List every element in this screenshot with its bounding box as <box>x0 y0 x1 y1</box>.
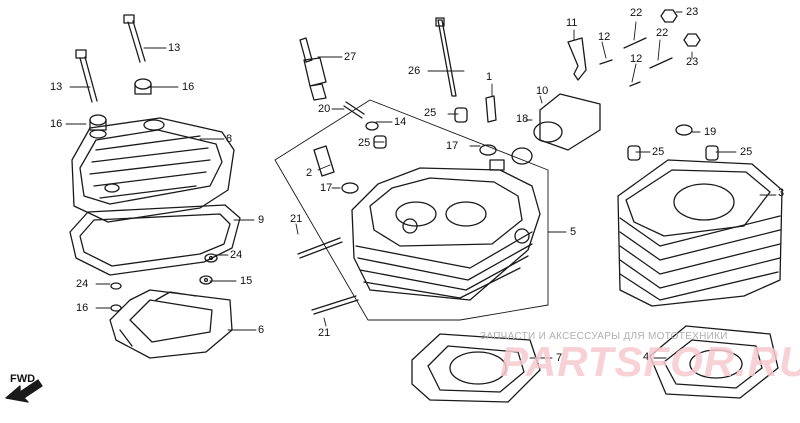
callout-1: 1 <box>486 71 493 83</box>
cam-holder-drawing <box>109 289 233 359</box>
callout-6: 6 <box>258 324 265 336</box>
fwd-label: FWD <box>10 373 36 385</box>
head-cover-gasket-drawing <box>69 204 241 276</box>
head-gasket-drawing <box>411 333 541 403</box>
callout-18: 18 <box>516 113 529 125</box>
long-bolt-drawing <box>435 17 457 97</box>
callout-11: 11 <box>566 17 578 29</box>
washer-14-drawing <box>365 121 379 131</box>
callout-25c: 25 <box>652 146 665 158</box>
callout-17b: 17 <box>446 140 459 152</box>
callout-12a: 12 <box>598 31 611 43</box>
head-cover-drawing <box>71 117 235 223</box>
leader-lines <box>65 11 777 359</box>
intake-pipe-drawing <box>511 93 601 165</box>
dowel-drawings <box>373 107 719 161</box>
callout-14: 14 <box>394 116 407 128</box>
callout-16c: 16 <box>76 302 89 314</box>
callout-7: 7 <box>556 352 563 364</box>
head-gasket-bore <box>449 351 507 385</box>
callout-21b: 21 <box>318 327 331 339</box>
callout-25d: 25 <box>740 146 753 158</box>
callout-25b: 25 <box>358 137 371 149</box>
spark-plug-drawing <box>299 37 327 101</box>
callout-12b: 12 <box>630 53 643 65</box>
callout-5: 5 <box>570 226 577 238</box>
callout-13a: 13 <box>168 42 181 54</box>
callout-4: 4 <box>643 351 650 363</box>
bolt-drawings <box>75 14 152 131</box>
valve-guide-drawing <box>313 95 497 194</box>
callout-10: 10 <box>536 85 549 97</box>
cylinder-gasket-bore <box>689 349 743 379</box>
callout-2: 2 <box>306 167 313 179</box>
callout-21a: 21 <box>290 213 303 225</box>
callout-19: 19 <box>704 126 717 138</box>
callout-16a: 16 <box>182 81 195 93</box>
callout-3: 3 <box>778 187 785 199</box>
callout-8: 8 <box>226 133 233 145</box>
callout-17a: 17 <box>320 182 333 194</box>
callout-23b: 23 <box>686 56 699 68</box>
callout-24b: 24 <box>76 278 89 290</box>
bolt-20-drawing <box>343 101 365 119</box>
callout-23a: 23 <box>686 6 699 18</box>
callout-15: 15 <box>240 275 253 287</box>
cylinder-drawing <box>617 124 783 307</box>
callout-13b: 13 <box>50 81 63 93</box>
callout-22a: 22 <box>630 7 643 19</box>
stud-bolt-drawings <box>297 237 359 315</box>
fwd-arrow-icon <box>5 379 43 403</box>
callout-25a: 25 <box>424 107 437 119</box>
callout-9: 9 <box>258 214 265 226</box>
head-group-frame <box>274 99 549 321</box>
callout-20: 20 <box>318 103 331 115</box>
cylinder-gasket-drawing <box>649 325 779 399</box>
watermark-brand: PARTSFOR.RU <box>500 338 800 385</box>
callout-26: 26 <box>408 65 421 77</box>
callout-27: 27 <box>344 51 357 63</box>
cylinder-head-drawing <box>351 159 541 301</box>
small-bolt-drawings <box>599 9 701 87</box>
washer-drawings <box>110 253 218 312</box>
bracket-drawing <box>567 37 587 81</box>
callout-22b: 22 <box>656 27 669 39</box>
watermark-tagline: ЗАПЧАСТИ И АКСЕССУАРЫ ДЛЯ МОТОТЕХНИКИ <box>480 331 728 342</box>
callout-24a: 24 <box>230 249 243 261</box>
callout-16b: 16 <box>50 118 63 130</box>
